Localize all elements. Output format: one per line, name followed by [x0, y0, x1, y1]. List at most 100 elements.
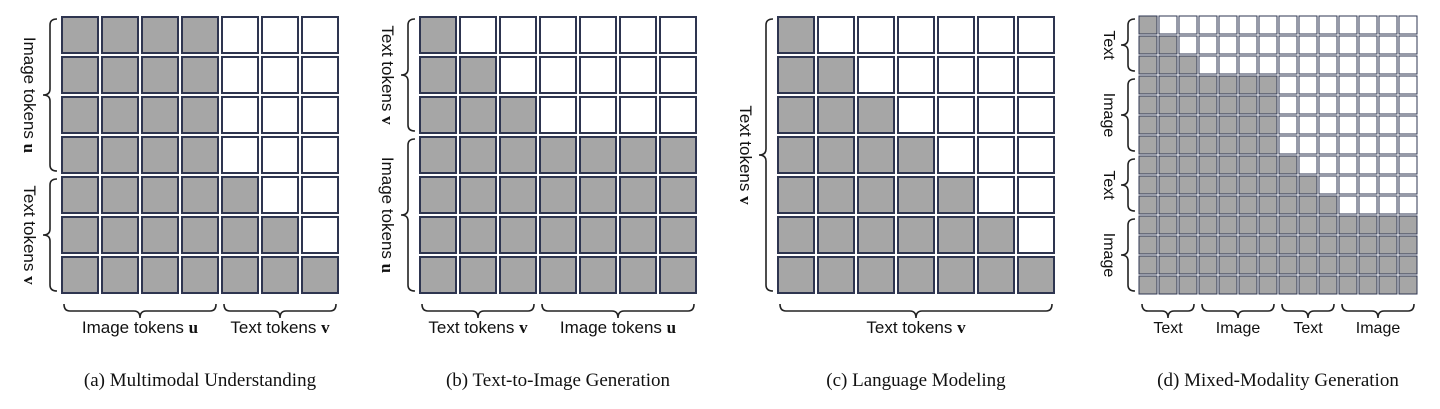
attention-cell-visible — [659, 136, 697, 174]
attention-cell-visible — [1178, 135, 1198, 155]
attention-cell-visible — [459, 176, 497, 214]
attention-cell-visible — [1158, 155, 1178, 175]
row-group-brace — [42, 178, 58, 292]
attention-cell-masked — [1318, 75, 1338, 95]
attention-cell-visible — [1338, 275, 1358, 295]
row-group-symbol: v — [736, 196, 755, 205]
attention-cell-visible — [1158, 135, 1178, 155]
attention-cell-masked — [1278, 75, 1298, 95]
attention-cell-visible — [419, 216, 457, 254]
attention-cell-masked — [619, 96, 657, 134]
attention-cell-visible — [1318, 255, 1338, 275]
attention-cell-masked — [1218, 35, 1238, 55]
attention-cell-visible — [1258, 135, 1278, 155]
attention-cell-visible — [579, 136, 617, 174]
attention-cell-masked — [499, 16, 537, 54]
attention-cell-masked — [1017, 16, 1055, 54]
col-group-label-text: Text tokens — [230, 318, 321, 337]
attention-cell-visible — [261, 216, 299, 254]
attention-cell-masked — [301, 56, 339, 94]
attention-cell-visible — [1318, 195, 1338, 215]
attention-cell-masked — [221, 96, 259, 134]
attention-cell-masked — [539, 96, 577, 134]
col-group-label-text: Image tokens — [82, 318, 189, 337]
attention-cell-visible — [1138, 75, 1158, 95]
col-group-symbol: v — [321, 318, 330, 337]
attention-cell-visible — [1338, 255, 1358, 275]
attention-cell-masked — [1258, 15, 1278, 35]
attention-cell-visible — [61, 16, 99, 54]
attention-cell-visible — [539, 176, 577, 214]
attention-cell-masked — [1318, 175, 1338, 195]
attention-cell-visible — [1238, 275, 1258, 295]
attention-cell-masked — [1278, 95, 1298, 115]
attention-cell-masked — [1358, 15, 1378, 35]
attention-cell-masked — [1198, 15, 1218, 35]
attention-cell-visible — [1158, 215, 1178, 235]
attention-cell-visible — [1278, 275, 1298, 295]
attention-cell-visible — [1178, 195, 1198, 215]
attention-cell-visible — [1138, 95, 1158, 115]
row-group-label: Text tokens v — [736, 105, 756, 205]
attention-cell-visible — [1218, 215, 1238, 235]
attention-cell-masked — [977, 136, 1015, 174]
attention-cell-visible — [459, 136, 497, 174]
attention-cell-masked — [261, 136, 299, 174]
attention-cell-masked — [1338, 55, 1358, 75]
attention-cell-visible — [937, 216, 975, 254]
attention-cell-masked — [977, 56, 1015, 94]
attention-cell-masked — [1178, 15, 1198, 35]
attention-cell-visible — [1238, 155, 1258, 175]
col-group-brace — [63, 303, 217, 319]
attention-cell-visible — [1198, 95, 1218, 115]
attention-cell-visible — [101, 216, 139, 254]
attention-cell-visible — [1298, 255, 1318, 275]
attention-cell-masked — [1378, 195, 1398, 215]
attention-cell-visible — [1017, 256, 1055, 294]
attention-cell-masked — [1318, 115, 1338, 135]
attention-cell-visible — [937, 176, 975, 214]
attention-cell-visible — [1158, 75, 1178, 95]
col-group-label-text: Image — [1216, 320, 1261, 337]
attention-cell-visible — [857, 216, 895, 254]
mask-grid — [777, 16, 1055, 294]
col-group-symbol: u — [189, 318, 198, 337]
mask-grid — [61, 16, 339, 294]
attention-cell-masked — [857, 16, 895, 54]
row-group-label-text: Text — [1100, 30, 1117, 60]
attention-cell-masked — [817, 16, 855, 54]
attention-cell-visible — [1178, 115, 1198, 135]
row-group-label-text: Text — [1100, 170, 1117, 200]
attention-cell-visible — [1258, 115, 1278, 135]
attention-cell-masked — [1258, 55, 1278, 75]
attention-cell-visible — [857, 136, 895, 174]
attention-cell-masked — [1318, 155, 1338, 175]
panel-caption: (c) Language Modeling — [826, 370, 1006, 391]
col-group-label: Text tokens v — [866, 318, 966, 337]
attention-cell-visible — [579, 256, 617, 294]
attention-cell-visible — [1298, 235, 1318, 255]
attention-cell-visible — [181, 56, 219, 94]
attention-cell-masked — [1358, 55, 1378, 75]
attention-cell-visible — [1178, 255, 1198, 275]
attention-cell-visible — [459, 56, 497, 94]
attention-cell-masked — [221, 56, 259, 94]
attention-cell-visible — [539, 136, 577, 174]
attention-cell-visible — [1138, 175, 1158, 195]
col-group-label: Text tokens v — [230, 318, 330, 337]
attention-cell-visible — [1318, 215, 1338, 235]
attention-cell-visible — [1378, 235, 1398, 255]
attention-cell-visible — [1238, 115, 1258, 135]
attention-cell-visible — [1298, 175, 1318, 195]
col-group-brace — [1281, 303, 1335, 319]
attention-cell-visible — [659, 256, 697, 294]
attention-cell-masked — [897, 96, 935, 134]
attention-cell-visible — [857, 96, 895, 134]
attention-cell-masked — [261, 176, 299, 214]
attention-cell-visible — [1138, 195, 1158, 215]
row-group-label: Image — [1100, 93, 1117, 138]
attention-cell-masked — [897, 56, 935, 94]
mask-grid — [1138, 15, 1418, 295]
attention-cell-visible — [1198, 275, 1218, 295]
attention-cell-visible — [499, 176, 537, 214]
